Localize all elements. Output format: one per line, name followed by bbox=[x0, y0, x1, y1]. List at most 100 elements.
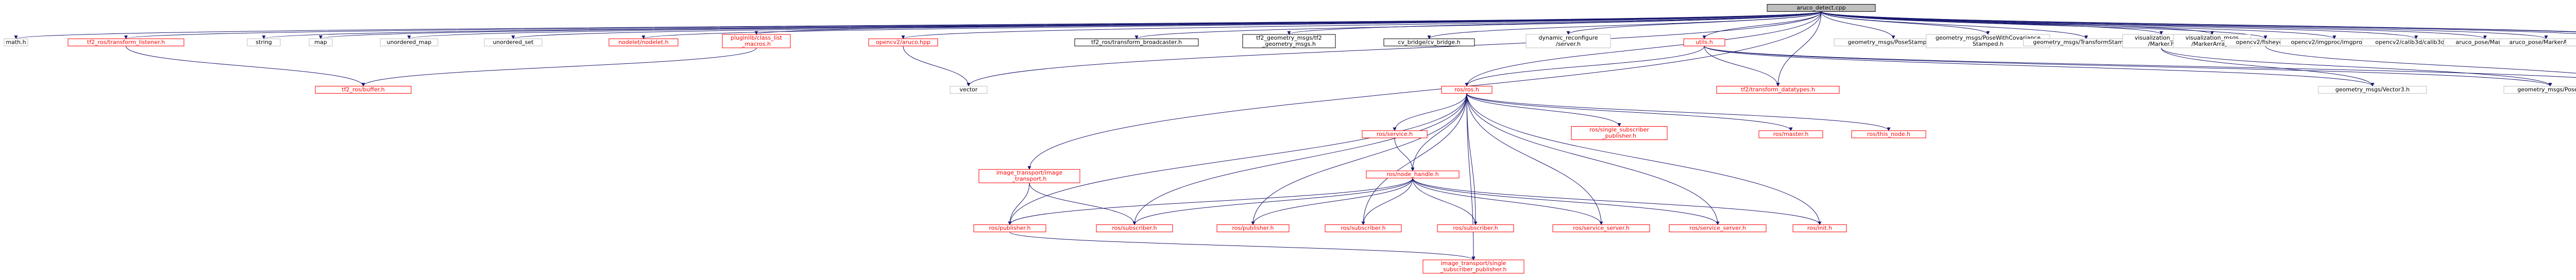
edge-fisheye-to-opencv2opencv bbox=[2265, 46, 2576, 74]
node-nodelet-box bbox=[608, 38, 679, 46]
node-rosserviceserver1-box bbox=[1552, 224, 1650, 233]
node-arucomarkerarr: aruco_pose/MarkerArray.h bbox=[2499, 38, 2576, 46]
node-utils-box bbox=[1683, 38, 1725, 46]
edge-rosros-to-rosinit bbox=[1466, 93, 1822, 225]
node-rosnodehandle[interactable]: ros/node_handle.h bbox=[1366, 170, 1460, 179]
node-pluginlib-label-1: _macros.h bbox=[741, 41, 771, 47]
node-rosthisnode-box bbox=[1851, 130, 1926, 138]
node-rossubscriber2-box bbox=[1325, 224, 1402, 233]
node-rosmaster[interactable]: ros/master.h bbox=[1758, 130, 1823, 138]
node-rosros-label-0: ros/ros.h bbox=[1454, 86, 1479, 93]
node-rossubscriber1[interactable]: ros/subscriber.h bbox=[1096, 224, 1173, 233]
node-math-label-0: math.h bbox=[6, 39, 26, 45]
edge-root-to-gmps bbox=[1821, 11, 1895, 40]
edge-root-to-gmts bbox=[1821, 11, 2088, 40]
node-opencv2aruco[interactable]: opencv2/aruco.hpp bbox=[868, 38, 938, 46]
node-pluginlib[interactable]: pluginlib/class_list_macros.h bbox=[722, 34, 791, 48]
edge-rosservice-to-rosnodehandle bbox=[1394, 137, 1415, 171]
edge-root-to-pluginlib bbox=[755, 11, 1822, 35]
node-tf2gm[interactable]: tf2_geometry_msgs/tf2_geometry_msgs.h bbox=[1242, 34, 1336, 48]
node-imgtransport[interactable]: image_transport/image_transport.h bbox=[978, 169, 1080, 183]
node-rossubscriber3[interactable]: ros/subscriber.h bbox=[1437, 224, 1514, 233]
node-gmts: geometry_msgs/TransformStamped.h bbox=[2023, 38, 2149, 46]
node-imgtransport-label-1: _transport.h bbox=[1012, 176, 1047, 182]
node-tf2rtl[interactable]: tf2_ros/transform_listener.h bbox=[67, 38, 184, 46]
edge-rosros-to-rospublisher1 bbox=[1008, 93, 1467, 225]
node-rossinglesub-label-1: _publisher.h bbox=[1602, 132, 1636, 139]
node-gmvec3-box bbox=[2318, 85, 2427, 94]
node-tf2datatypes[interactable]: tf2/transform_datatypes.h bbox=[1716, 85, 1840, 94]
node-dynreconf: dynamic_reconfigure/server.h bbox=[1526, 34, 1611, 48]
node-rossubscriber2-label-0: ros/subscriber.h bbox=[1341, 225, 1385, 232]
edge-root-to-fisheye bbox=[1821, 11, 2267, 40]
node-rosserviceserver1[interactable]: ros/service_server.h bbox=[1552, 224, 1650, 233]
node-rosthisnode[interactable]: ros/this_node.h bbox=[1851, 130, 1926, 138]
edge-rosros-to-imgsinglesub bbox=[1466, 93, 1476, 260]
edge-vizmarker-to-gmvec3 bbox=[2161, 47, 2375, 87]
edge-rosnodehandle-to-rosinit bbox=[1412, 178, 1822, 225]
edge-rosros-to-rossubscriber2 bbox=[1361, 93, 1467, 225]
edge-rosros-to-rosmaster bbox=[1466, 93, 1793, 131]
node-cvbridge-label-0: cv_bridge/cv_bridge.h bbox=[1398, 39, 1461, 45]
edge-rosros-to-rosnodehandle bbox=[1411, 93, 1467, 171]
node-tf2buffer[interactable]: tf2_ros/buffer.h bbox=[315, 85, 412, 94]
node-math-box bbox=[4, 38, 28, 46]
edge-rosnodehandle-to-rossubscriber1 bbox=[1132, 178, 1413, 225]
node-tf2rtb-box bbox=[1074, 38, 1199, 46]
edge-utils-to-rosros bbox=[1465, 46, 1705, 87]
node-imgproc-label-0: opencv2/imgproc/imgproc.hpp bbox=[2291, 39, 2378, 45]
edge-rosros-to-rosthisnode bbox=[1466, 93, 1891, 131]
edge-rosros-to-rosservice bbox=[1393, 93, 1467, 131]
edge-root-to-nodelet bbox=[642, 11, 1822, 40]
edge-root-to-imgtransport bbox=[1027, 11, 1822, 170]
edge-root-to-tf2datatypes bbox=[1776, 11, 1822, 87]
edge-rosros-to-rosserviceserver1 bbox=[1466, 93, 1603, 225]
node-vizmarkerarr-label-1: /MarkerArray.h bbox=[2192, 41, 2233, 47]
edge-imgtransport-to-rossubscriber1 bbox=[1029, 183, 1137, 225]
node-rosros[interactable]: ros/ros.h bbox=[1441, 85, 1493, 94]
node-imgsinglesub[interactable]: image_transport/single_subscriber_publis… bbox=[1422, 259, 1524, 274]
node-rosinit-box bbox=[1792, 224, 1847, 233]
node-gmpwcs-label-1: Stamped.h bbox=[1973, 41, 2004, 47]
node-gmpose-label-0: geometry_msgs/Pose.h bbox=[2517, 86, 2576, 93]
node-tf2rtb[interactable]: tf2_ros/transform_broadcaster.h bbox=[1074, 38, 1199, 46]
node-rossinglesub[interactable]: ros/single_subscriber_publisher.h bbox=[1571, 126, 1668, 140]
node-root-label-0: aruco_detect.cpp bbox=[1797, 4, 1845, 11]
edge-root-to-opencv2aruco bbox=[901, 11, 1822, 40]
edges-layer bbox=[14, 11, 2576, 260]
edge-vizmarker-to-gmpose bbox=[2161, 47, 2552, 87]
node-root[interactable]: aruco_detect.cpp bbox=[1767, 4, 1876, 12]
edge-rosros-to-rospublisher2 bbox=[1251, 93, 1467, 225]
node-vector-label-0: vector bbox=[960, 86, 978, 93]
node-tf2datatypes-label-0: tf2/transform_datatypes.h bbox=[1741, 86, 1815, 93]
edge-rosros-to-rosserviceserver2 bbox=[1466, 93, 1720, 225]
node-rosinit-label-0: ros/init.h bbox=[1807, 225, 1832, 232]
node-rospublisher1[interactable]: ros/publisher.h bbox=[973, 224, 1046, 233]
node-gmpose-box bbox=[2503, 85, 2576, 94]
node-rosnodehandle-box bbox=[1366, 170, 1460, 179]
node-rosinit[interactable]: ros/init.h bbox=[1792, 224, 1847, 233]
node-rosserviceserver2[interactable]: ros/service_server.h bbox=[1669, 224, 1767, 233]
edge-root-to-vector bbox=[967, 11, 1822, 87]
node-utils[interactable]: utils.h bbox=[1683, 38, 1725, 46]
node-opencv2aruco-label-0: opencv2/aruco.hpp bbox=[876, 39, 930, 45]
node-tf2rtl-label-0: tf2_ros/transform_listener.h bbox=[87, 39, 165, 45]
node-rossubscriber3-label-0: ros/subscriber.h bbox=[1453, 225, 1498, 232]
node-tf2datatypes-box bbox=[1716, 85, 1840, 94]
node-rosservice[interactable]: ros/service.h bbox=[1362, 130, 1428, 138]
edge-root-to-calib3d bbox=[1821, 11, 2418, 40]
node-tf2rtl-box bbox=[67, 38, 184, 46]
node-nodelet[interactable]: nodelet/nodelet.h bbox=[608, 38, 679, 46]
node-dynreconf-label-1: /server.h bbox=[1556, 41, 1581, 47]
node-rospublisher2[interactable]: ros/publisher.h bbox=[1216, 224, 1290, 233]
node-rossubscriber2[interactable]: ros/subscriber.h bbox=[1325, 224, 1402, 233]
node-rosserviceserver2-label-0: ros/service_server.h bbox=[1689, 225, 1746, 232]
node-vector-box bbox=[950, 85, 988, 94]
node-rosthisnode-label-0: ros/this_node.h bbox=[1867, 131, 1910, 137]
node-cvbridge[interactable]: cv_bridge/cv_bridge.h bbox=[1383, 38, 1475, 46]
node-umap: unordered_map bbox=[380, 38, 438, 46]
node-opencv2aruco-box bbox=[868, 38, 938, 46]
node-gmvec3-label-0: geometry_msgs/Vector3.h bbox=[2335, 86, 2410, 93]
node-rosros-box bbox=[1441, 85, 1493, 94]
